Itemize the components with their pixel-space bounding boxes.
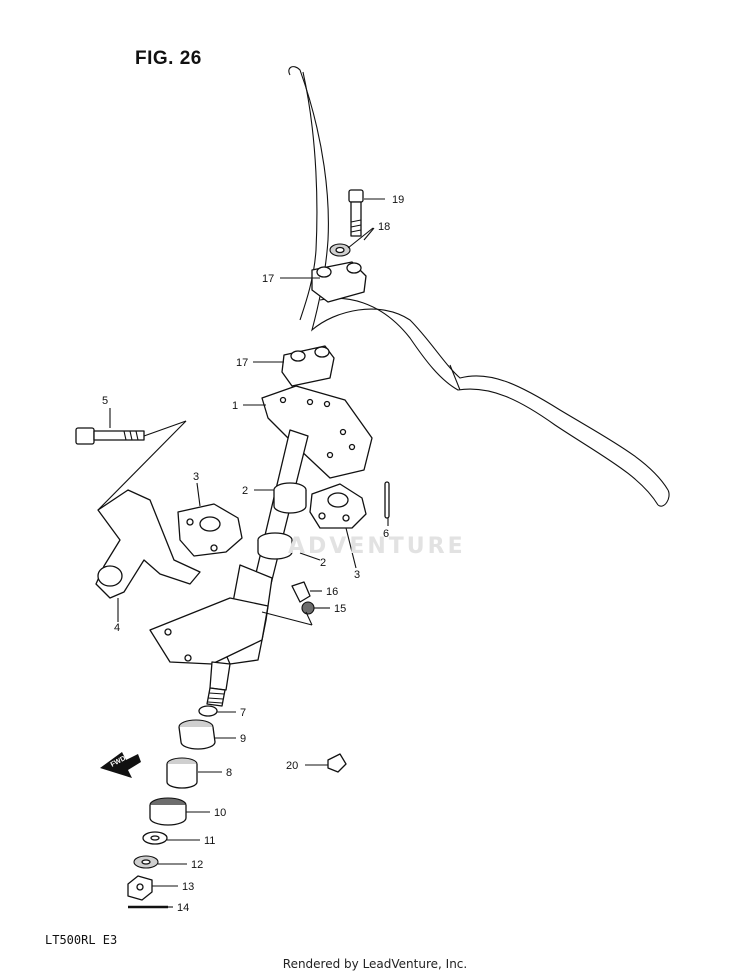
steering-shaft-nut[interactable] xyxy=(127,875,153,901)
callout-17-lower: 17 xyxy=(236,357,248,369)
watermark: ADVENTURE xyxy=(288,534,466,559)
steering-shaft[interactable] xyxy=(149,429,309,707)
model-code: LT500RL E3 xyxy=(45,933,118,947)
callout-1: 1 xyxy=(232,400,238,412)
callout-5: 5 xyxy=(102,395,108,407)
lower-handlebar-holder[interactable] xyxy=(281,345,335,387)
upper-handlebar-holder[interactable] xyxy=(311,261,367,303)
callout-7: 7 xyxy=(240,707,246,719)
callout-14: 14 xyxy=(177,902,189,914)
callout-18: 18 xyxy=(378,221,390,233)
shaft-holder-bolt[interactable] xyxy=(75,427,145,445)
holder-cap[interactable] xyxy=(291,581,311,603)
shaft-holder-right[interactable] xyxy=(309,483,367,529)
callout-20: 20 xyxy=(286,760,298,772)
steering-shaft-bushing-lower[interactable] xyxy=(257,532,293,560)
holder-nut[interactable] xyxy=(301,601,315,615)
callout-3-left: 3 xyxy=(193,471,199,483)
callout-16: 16 xyxy=(326,586,338,598)
forward-direction-arrow: FWD xyxy=(100,752,141,778)
shaft-holder-bracket[interactable] xyxy=(95,489,201,599)
figure-title: FIG. 26 xyxy=(135,48,202,69)
callout-3-right: 3 xyxy=(354,569,360,581)
callout-2-lower: 2 xyxy=(320,557,326,569)
oil-seal[interactable] xyxy=(178,719,216,750)
callout-19: 19 xyxy=(392,194,404,206)
steering-shaft-bushing-upper[interactable] xyxy=(273,482,307,514)
steering-shaft-upper-bracket[interactable] xyxy=(261,385,373,479)
shaft-holder-left[interactable] xyxy=(177,503,243,557)
footer-credit: Rendered by LeadVenture, Inc. xyxy=(282,957,468,971)
leader-lines xyxy=(97,198,389,908)
thrust-washer[interactable] xyxy=(142,831,168,845)
callout-2-upper: 2 xyxy=(242,485,248,497)
cotter-pin[interactable] xyxy=(384,481,390,519)
callout-labels: 19 18 17 17 1 5 3 2 6 2 3 16 15 4 7 9 20… xyxy=(102,194,404,914)
cap-20[interactable] xyxy=(327,753,347,773)
clamp-washer[interactable] xyxy=(329,243,351,257)
lower-oil-seal[interactable] xyxy=(149,797,187,826)
callout-9: 9 xyxy=(240,733,246,745)
o-ring[interactable] xyxy=(198,705,218,717)
callout-6: 6 xyxy=(383,528,389,540)
handlebar[interactable] xyxy=(288,66,670,507)
callout-10: 10 xyxy=(214,807,226,819)
handlebar-clamp-bolt[interactable] xyxy=(348,189,364,237)
callout-12: 12 xyxy=(191,859,203,871)
callout-15: 15 xyxy=(334,603,346,615)
callout-13: 13 xyxy=(182,881,194,893)
callout-11: 11 xyxy=(204,835,215,847)
callout-17-upper: 17 xyxy=(262,273,274,285)
callout-8: 8 xyxy=(226,767,232,779)
flat-washer[interactable] xyxy=(133,855,159,869)
lower-bushing[interactable] xyxy=(166,757,198,789)
callout-4: 4 xyxy=(114,622,120,634)
